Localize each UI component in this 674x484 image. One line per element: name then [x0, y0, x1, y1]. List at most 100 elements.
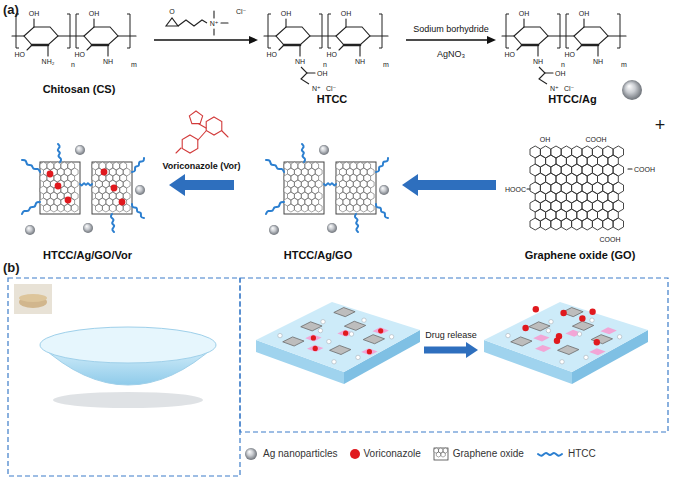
- drug-loaded-region: [372, 327, 388, 334]
- ag-nanoparticle: [327, 223, 337, 233]
- bond: [628, 168, 632, 169]
- ag-nanoparticle: [349, 332, 353, 336]
- drug-loaded-region: [361, 348, 377, 355]
- contact-lens-rim: [40, 327, 216, 363]
- vor-ring: [182, 135, 198, 153]
- atom-label: OH: [555, 70, 566, 77]
- graphene-lattice: [284, 162, 322, 212]
- atom-label: Cl⁻: [326, 85, 336, 92]
- atom-label: m: [621, 61, 627, 68]
- atom-label: n: [561, 61, 565, 68]
- atom-label: HOOC: [505, 186, 526, 193]
- bond: [545, 72, 553, 73]
- bond: [608, 35, 626, 36]
- bond: [47, 45, 48, 56]
- vor-ring: [189, 111, 202, 124]
- legend-text: Ag nanoparticles: [263, 448, 338, 460]
- bracket: [268, 14, 271, 48]
- graphene-oxide-flake: [363, 335, 384, 344]
- atom-label: HO: [327, 51, 338, 58]
- ag-nanoparticle: [577, 332, 581, 336]
- compound-node: HTCC/Ag/GO: [238, 132, 398, 264]
- ag-nanoparticle: [327, 339, 331, 343]
- voriconazole-dot: [343, 331, 348, 336]
- side-chain: [539, 67, 547, 84]
- atom-label: NH: [593, 58, 603, 65]
- graphene-oxide-flake: [334, 308, 355, 317]
- htcc-chain: [538, 453, 562, 456]
- bond: [359, 45, 360, 56]
- atom-label: NH: [295, 58, 305, 65]
- lens-shadow: [53, 392, 203, 408]
- side-chain: [301, 67, 309, 84]
- voriconazole-dot: [111, 185, 118, 192]
- ag-nanoparticle: [75, 145, 85, 155]
- atom-label: n: [71, 61, 75, 68]
- voriconazole-dot: [522, 325, 528, 331]
- drug-loaded-region: [533, 334, 549, 341]
- film-surface: [484, 302, 648, 372]
- release-arrow: [424, 342, 478, 358]
- bond: [32, 44, 48, 47]
- ag-nanoparticle: [389, 335, 393, 339]
- htcc-chain: [111, 214, 114, 232]
- ag-nanoparticle: [560, 360, 564, 364]
- drug-loaded-region: [589, 348, 605, 355]
- bond: [577, 45, 582, 50]
- legend-text: Voriconazole: [364, 448, 421, 460]
- bond: [285, 19, 286, 27]
- htcc-chain: [376, 204, 388, 218]
- drug-loaded-region: [337, 330, 353, 337]
- bond: [213, 29, 214, 35]
- graphene-lattice: [92, 162, 130, 212]
- bond: [370, 35, 388, 36]
- drug-loaded-region: [600, 327, 616, 334]
- sheet-outline: [284, 162, 324, 214]
- htcc-chain: [58, 144, 61, 162]
- ag-nanoparticle: [379, 185, 389, 195]
- ag-nanoparticle: [506, 333, 510, 337]
- atom-label: HO: [505, 51, 516, 58]
- atom-label: OH: [341, 10, 352, 17]
- bond: [548, 35, 574, 36]
- graphene-oxide-flake: [572, 321, 593, 330]
- voriconazole-dot: [55, 183, 62, 190]
- ag-nanoparticle: [319, 145, 329, 155]
- bracket: [617, 14, 620, 48]
- atom-label: N⁺: [550, 85, 559, 92]
- panel-letter: +: [655, 116, 666, 134]
- atom-label: NH₂: [42, 58, 55, 65]
- bond: [537, 45, 538, 56]
- compound-name: HTCC/Ag/GO: [284, 249, 352, 262]
- vor-ring: [206, 117, 222, 135]
- legend-item: HTCC: [536, 447, 596, 461]
- zoom-box: [8, 278, 240, 476]
- bond: [93, 19, 94, 27]
- bracket: [16, 14, 19, 48]
- bracket: [319, 14, 322, 48]
- reaction-arrow: [154, 36, 258, 44]
- graphene-lattice: [530, 146, 624, 230]
- reagent-label: Voriconazole (Vor): [160, 161, 242, 172]
- ag-nanoparticle: [546, 328, 550, 332]
- htcc-chain: [132, 204, 144, 218]
- bond: [221, 22, 228, 23]
- htcc-chain: [266, 160, 284, 172]
- bond: [107, 45, 108, 56]
- graphene-lattice: [336, 162, 374, 212]
- ag-nanoparticle: [622, 80, 642, 100]
- bond: [339, 45, 344, 50]
- atom-label: NH: [533, 58, 543, 65]
- legend-item: Ag nanoparticles: [243, 447, 338, 461]
- atom-label: N⁺: [210, 20, 219, 27]
- reagent-chain: [178, 20, 207, 26]
- atom-label: Cl⁻: [236, 8, 246, 15]
- bond: [118, 35, 136, 36]
- atom-label: m: [383, 61, 389, 68]
- bond: [597, 45, 598, 56]
- atom-label: NH: [103, 58, 113, 65]
- ag-nanoparticle: [590, 318, 594, 322]
- atom-label: N⁺: [312, 85, 321, 92]
- graphene-oxide-flake: [283, 337, 304, 346]
